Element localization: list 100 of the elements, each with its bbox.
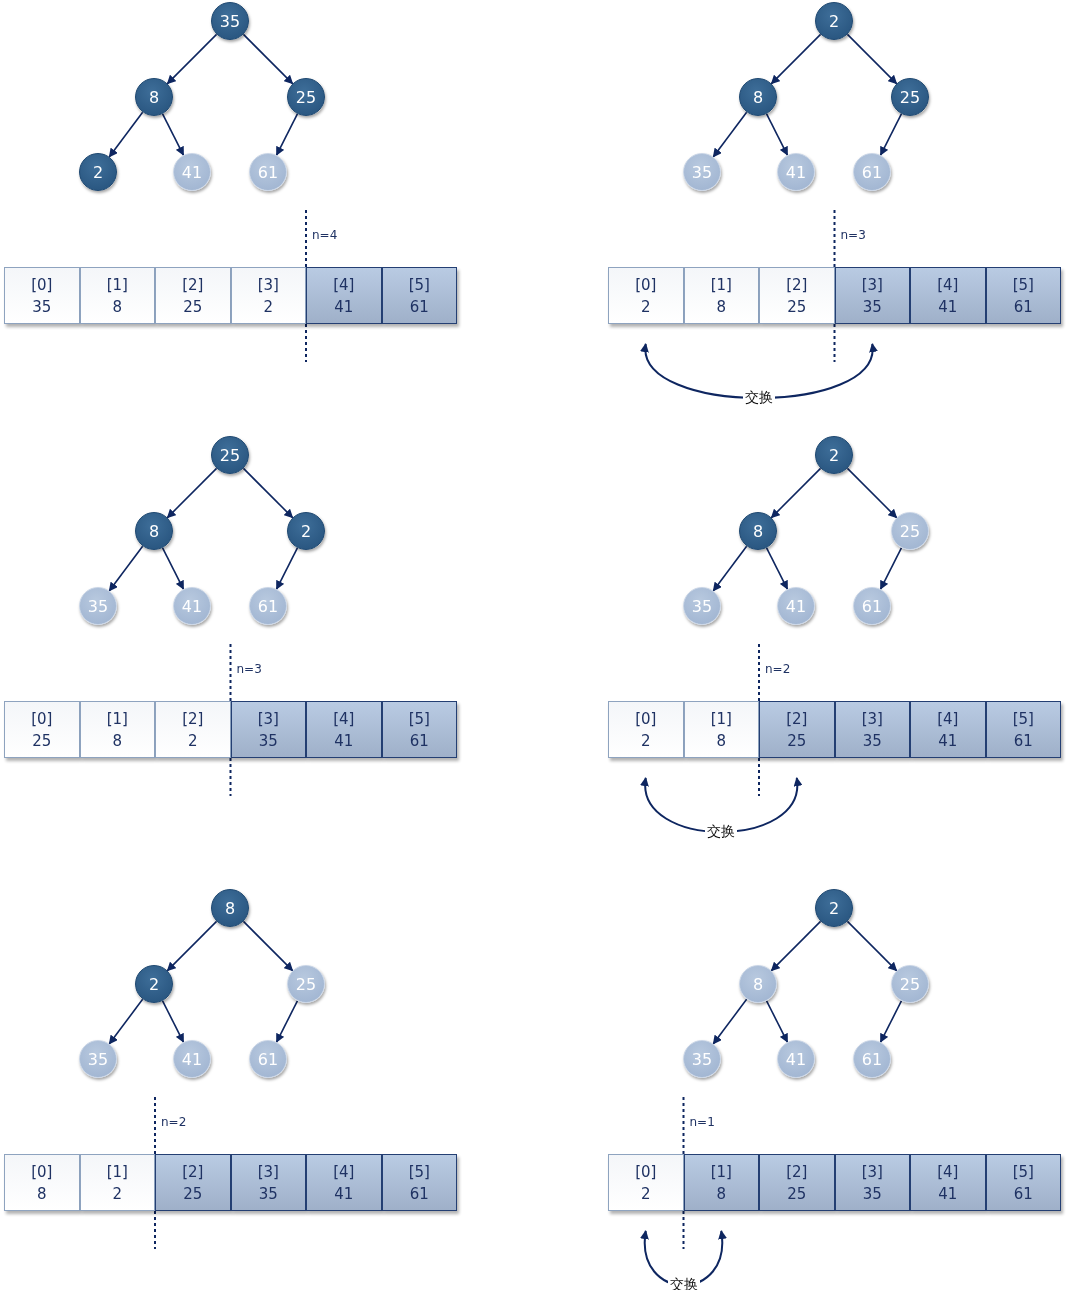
array-value: 61: [1013, 730, 1033, 752]
arrow: [161, 1000, 185, 1043]
array-cell: [834, 1154, 910, 1211]
array-value: 35: [862, 1183, 882, 1205]
array-value: 25: [183, 1183, 203, 1205]
array-value: 25: [787, 1183, 807, 1205]
tree-node: 35: [683, 153, 721, 191]
array-cell: [834, 701, 910, 758]
array-index: [2]: [786, 708, 808, 730]
tree-node: 35: [79, 587, 117, 625]
array-cell: [683, 267, 759, 324]
arrow: [879, 547, 903, 590]
array-index: [1]: [106, 1161, 128, 1183]
tree-node: 61: [853, 153, 891, 191]
tree-node: 8: [211, 889, 249, 927]
arrow: [846, 33, 898, 85]
array-index: [3]: [861, 1161, 883, 1183]
array-value: 35: [862, 730, 882, 752]
array-index: [0]: [31, 274, 53, 296]
array-value: 8: [716, 730, 726, 752]
array-value: 2: [640, 1183, 651, 1205]
tree-node: 35: [211, 2, 249, 40]
edge-label: 交换: [705, 823, 738, 841]
array-index: [4]: [333, 274, 355, 296]
arrow: [846, 467, 898, 519]
arrow: [765, 113, 789, 156]
tree-node: 8: [739, 512, 777, 550]
tree-node: 2: [287, 512, 325, 550]
tree-node: 2: [79, 153, 117, 191]
array-index: [0]: [635, 274, 657, 296]
arrow: [242, 33, 294, 85]
tree-node: 2: [815, 2, 853, 40]
array-cell: [79, 1154, 155, 1211]
array-cell: [985, 1154, 1061, 1211]
tree-node: 25: [287, 965, 325, 1003]
array-index: [3]: [257, 1161, 279, 1183]
array-index: [0]: [31, 708, 53, 730]
arrow: [166, 33, 218, 85]
array-value: 41: [334, 296, 354, 318]
array-index: [5]: [1012, 274, 1034, 296]
array-cell: [155, 267, 231, 324]
array-cell: [230, 267, 306, 324]
array-index: [1]: [106, 274, 128, 296]
array-cell: [683, 701, 759, 758]
array-value: 8: [112, 296, 122, 318]
arrow: [846, 920, 898, 972]
array-cell: [381, 267, 457, 324]
array-value: 41: [938, 296, 958, 318]
tree-node: 25: [891, 78, 929, 116]
arrow: [108, 111, 144, 158]
array-cell: [683, 1154, 759, 1211]
array-index: [3]: [257, 274, 279, 296]
array-index: [2]: [786, 274, 808, 296]
array-value: 8: [36, 1183, 47, 1205]
tree-node: 61: [249, 153, 287, 191]
array-cell: [759, 267, 835, 324]
tree-node: 35: [79, 1040, 117, 1078]
array-value: 61: [1013, 1183, 1033, 1205]
array-index: [4]: [333, 1161, 355, 1183]
arrow: [770, 33, 822, 85]
arrow: [712, 998, 748, 1045]
arrow: [166, 920, 218, 972]
array-value: 2: [640, 296, 651, 318]
arrow: [770, 920, 822, 972]
arrow: [108, 545, 144, 592]
n-label: n=2: [765, 662, 791, 676]
n-label: n=2: [161, 1115, 187, 1129]
arrow: [161, 113, 185, 156]
tree-node: 35: [683, 1040, 721, 1078]
array-value: 8: [716, 296, 726, 318]
array-value: 25: [787, 730, 807, 752]
tree-node: 61: [249, 1040, 287, 1078]
tree-node: 61: [249, 587, 287, 625]
arrow: [242, 920, 294, 972]
array-value: 61: [409, 296, 429, 318]
array-index: [4]: [937, 708, 959, 730]
array-value: 2: [263, 296, 273, 318]
array-value: 61: [409, 730, 429, 752]
array-index: [2]: [182, 274, 204, 296]
array-index: [2]: [182, 708, 204, 730]
tree-node: 8: [135, 78, 173, 116]
array-cell: [155, 701, 231, 758]
array-value: 61: [409, 1183, 429, 1205]
tree-node: 41: [777, 587, 815, 625]
array-cell: [381, 701, 457, 758]
tree-node: 8: [135, 512, 173, 550]
array-cell: [759, 701, 835, 758]
array-cell: [230, 701, 306, 758]
array-value: 35: [862, 296, 882, 318]
arrow: [765, 547, 789, 590]
array-cell: [910, 1154, 986, 1211]
array-index: [0]: [635, 708, 657, 730]
array-value: 25: [183, 296, 203, 318]
array-cell: [155, 1154, 231, 1211]
arrow: [108, 998, 144, 1045]
arrow: [242, 467, 294, 519]
array-cell: [306, 1154, 382, 1211]
array-value: 35: [32, 296, 52, 318]
tree-node: 41: [173, 1040, 211, 1078]
array-index: [5]: [408, 1161, 430, 1183]
